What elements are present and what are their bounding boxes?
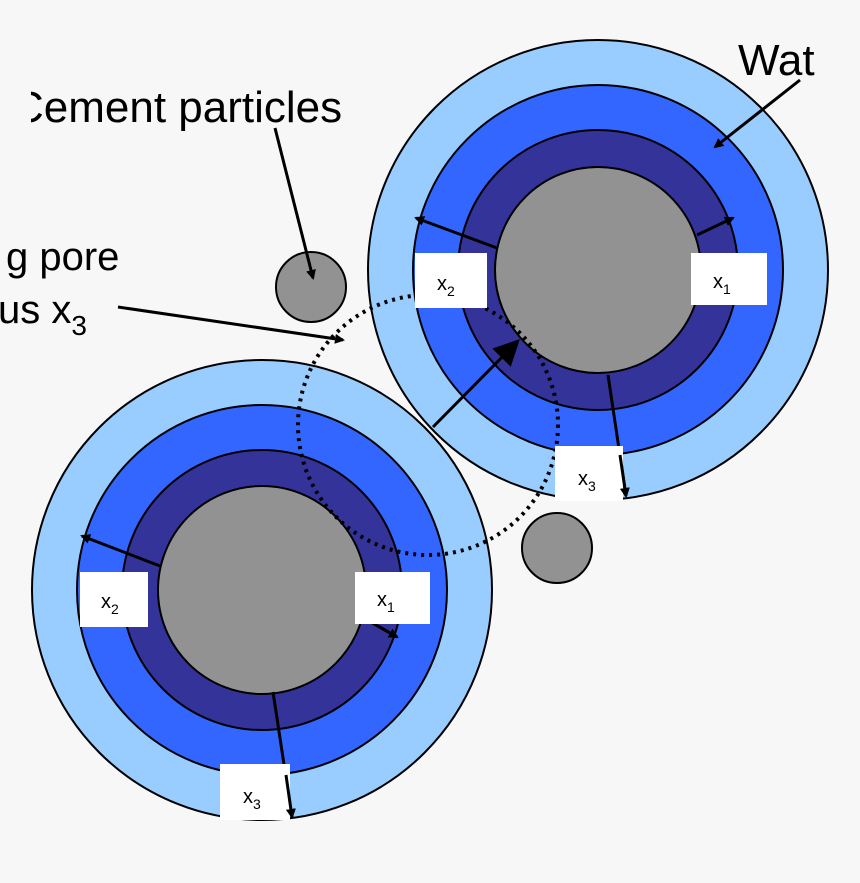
water-label-arrow bbox=[713, 78, 801, 149]
svg-text:x2: x2 bbox=[437, 273, 455, 299]
svg-text:x2: x2 bbox=[101, 591, 119, 617]
top-x3-arrow-overlay bbox=[618, 454, 630, 498]
water-label: Wat bbox=[738, 36, 815, 85]
svg-text:x1: x1 bbox=[713, 271, 731, 297]
bottom-x2-arrow bbox=[80, 534, 161, 568]
svg-text:x1: x1 bbox=[377, 589, 395, 615]
cement-label-arrow bbox=[273, 127, 316, 280]
small-cement-particle-top bbox=[275, 251, 347, 323]
connection-arrow bbox=[431, 339, 520, 429]
pore-dotted-circle bbox=[296, 293, 560, 557]
cement-label-crop bbox=[0, 80, 31, 135]
pore-label-line2: us x3 bbox=[0, 288, 87, 341]
bottom-x3-arrow-overlay bbox=[284, 774, 296, 819]
bottom-x2-label-box: x2 bbox=[80, 572, 148, 627]
top-x3-label-box: x3 bbox=[555, 446, 623, 501]
top-x1-label-box: x1 bbox=[691, 253, 767, 305]
pore-label-line1: g pore bbox=[6, 235, 119, 279]
pore-label-arrow bbox=[117, 305, 345, 344]
small-cement-particle-bottom bbox=[521, 512, 593, 584]
svg-text:x3: x3 bbox=[243, 786, 261, 812]
top-x1-arrow bbox=[696, 216, 735, 237]
bottom-x1-label-box: x1 bbox=[355, 572, 430, 624]
bottom-particle-group bbox=[31, 359, 493, 821]
top-x2-label-box: x2 bbox=[415, 253, 487, 308]
svg-text:x3: x3 bbox=[578, 468, 596, 494]
cement-particles-label: Cement particles bbox=[12, 83, 342, 132]
bottom-x3-label-box: x3 bbox=[220, 764, 290, 820]
top-cement-core bbox=[494, 166, 702, 374]
top-x2-arrow bbox=[414, 216, 498, 250]
bottom-x1-arrow-overlay bbox=[377, 624, 399, 639]
